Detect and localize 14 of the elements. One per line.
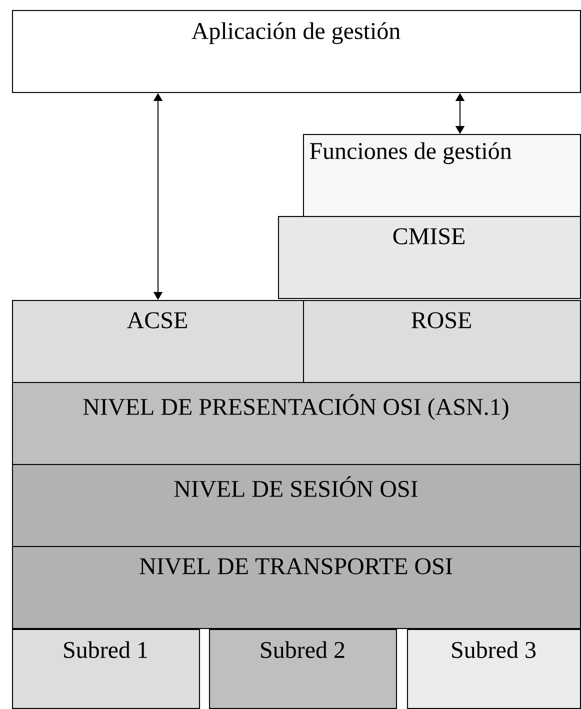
protocol-box: ACSE	[12, 300, 304, 383]
functions-box: Funciones de gestión	[303, 134, 581, 217]
node-label: NIVEL DE SESIÓN OSI	[174, 476, 418, 498]
layer-band: NIVEL DE SESIÓN OSI	[12, 464, 581, 547]
subnet-box: Subred 3	[407, 629, 581, 709]
application-box: Aplicación de gestión	[12, 10, 581, 93]
subnet-box: Subred 1	[12, 629, 200, 709]
subnet-box: Subred 2	[209, 629, 397, 709]
node-label: NIVEL DE TRANSPORTE OSI	[140, 558, 452, 574]
layer-band: NIVEL DE TRANSPORTE OSI	[12, 546, 581, 629]
node-label: ROSE	[412, 312, 471, 328]
protocol-box: ROSE	[303, 300, 581, 383]
layer-band: NIVEL DE PRESENTACIÓN OSI (ASN.1)	[12, 382, 581, 465]
protocol-box: CMISE	[278, 216, 581, 299]
